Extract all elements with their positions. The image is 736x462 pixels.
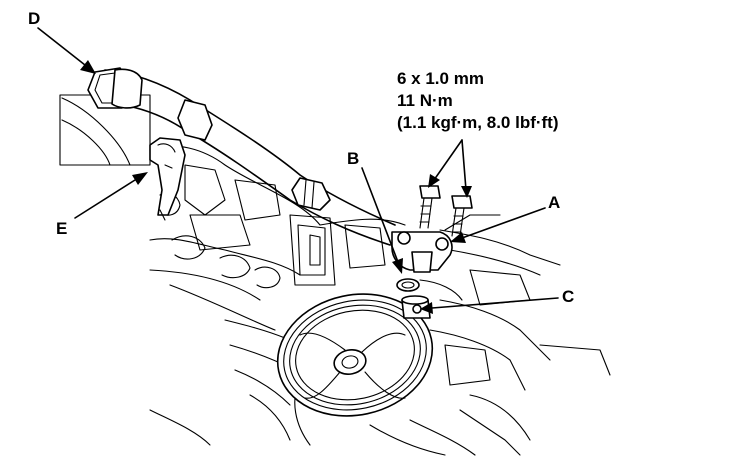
callout-arrows [37, 27, 559, 314]
hose-end-fitting [391, 231, 453, 273]
callout-c: C [562, 287, 574, 306]
power-steering-feed-hose [87, 67, 396, 246]
callout-e: E [56, 219, 67, 238]
torque-nm-spec: 11 N·m [397, 91, 453, 110]
flange-bolt-left [419, 185, 441, 229]
o-ring [396, 278, 420, 292]
callout-b: B [347, 149, 359, 168]
bolt-size-spec: 6 x 1.0 mm [397, 69, 484, 88]
pump-outlet-fitting [401, 295, 431, 319]
callout-d: D [28, 9, 40, 28]
callout-a: A [548, 193, 560, 212]
hose-clamp [149, 137, 186, 221]
flange-bolt-right [451, 195, 473, 237]
power-steering-pump-pulley [276, 293, 434, 417]
torque-alt-spec: (1.1 kgf·m, 8.0 lbf·ft) [397, 113, 559, 132]
engine-block-outline [59, 94, 611, 456]
